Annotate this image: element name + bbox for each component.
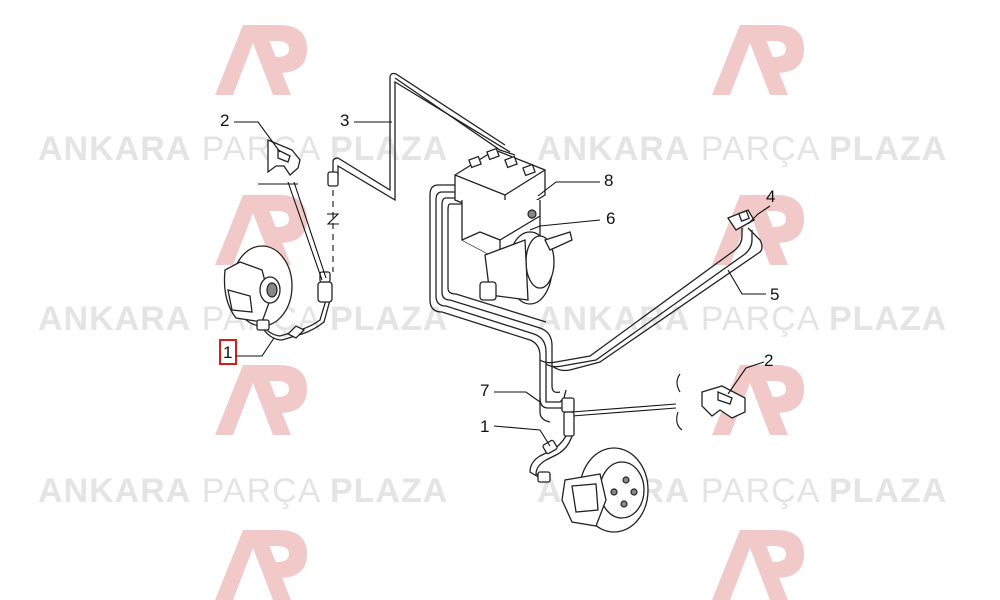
callout-7: 7 [480,381,541,403]
watermark-text: ANKARA PARÇA PLAZA [537,472,947,510]
right-clip-lines [571,373,683,431]
callout-4: 4 [747,187,775,225]
watermark-text: ANKARA PARÇA PLAZA [38,472,448,510]
callout-5: 5 [727,269,779,304]
callout-label-2-right[interactable]: 2 [764,351,773,370]
watermark-text: ANKARA PARÇA PLAZA [537,300,947,338]
watermark-layer: ANKARA PARÇA PLAZA ANKARA PARÇA PLAZA AN… [38,25,947,600]
watermark-text: ANKARA PARÇA PLAZA [38,130,448,168]
callout-label-5[interactable]: 5 [770,285,779,304]
callout-6: 6 [529,209,615,231]
left-clip-lines [258,181,340,281]
watermark-logo [215,365,307,435]
left-brake-disc [223,245,293,327]
callout-label-7[interactable]: 7 [480,381,489,400]
watermark-logo [712,195,804,265]
callout-label-4[interactable]: 4 [766,187,775,206]
left-clip-bracket [267,139,301,176]
callout-label-1-left[interactable]: 1 [223,343,232,362]
callout-3: 3 [340,111,392,130]
right-brake-hose [529,397,575,483]
left-brake-hose [256,271,333,341]
right-brake-disc [561,447,649,533]
watermark-logo [215,530,307,600]
callout-2-right: 2 [727,351,773,395]
brake-booster [479,209,573,305]
brake-pipe-bundle [429,184,763,409]
callout-label-1-bottom[interactable]: 1 [480,417,489,436]
selected-callout-highlight [219,339,237,365]
watermark-text: ANKARA PARÇA PLAZA [537,130,947,168]
brake-pipe-3 [332,72,516,202]
callout-8: 8 [537,171,613,197]
callout-1-bottom: 1 [480,417,551,447]
callout-label-6[interactable]: 6 [606,209,615,228]
watermark-logo [712,25,804,95]
callout-label-2-left[interactable]: 2 [220,111,229,130]
pipe-fitting-4 [727,209,755,231]
callout-label-3[interactable]: 3 [340,111,349,130]
left-fitting-3 [327,171,339,187]
right-clip-bracket [701,385,746,419]
callout-label-8[interactable]: 8 [604,171,613,190]
watermark-logo [215,25,307,95]
watermark-logo [712,530,804,600]
callout-1-left: 1 [219,337,275,365]
callout-2-left: 2 [220,111,281,153]
